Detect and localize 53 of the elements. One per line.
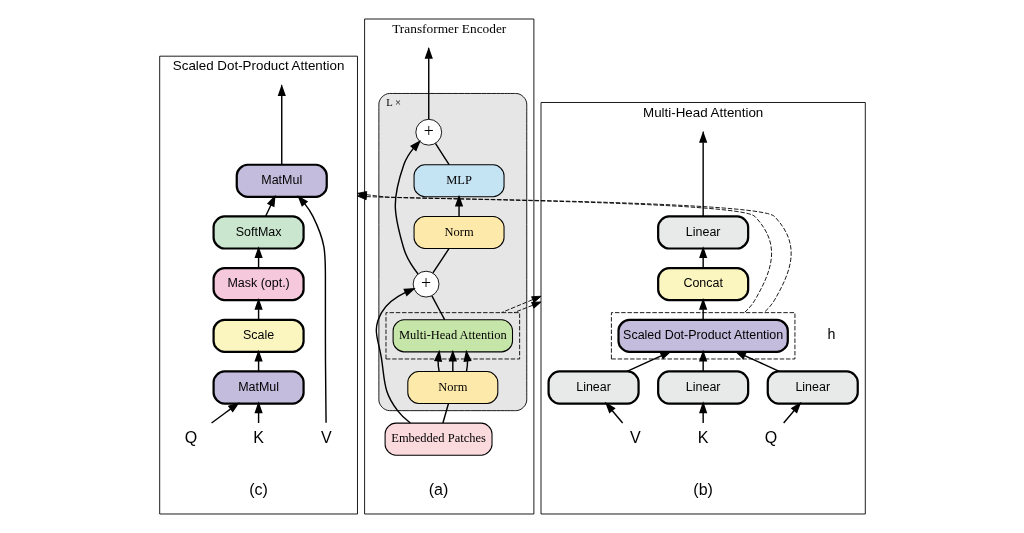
arrow	[433, 349, 442, 373]
node-box: Concat	[656, 266, 749, 302]
node-box: Scaled Dot-Product Attention	[616, 318, 789, 353]
node-label: h	[826, 326, 835, 343]
arrow	[394, 139, 421, 275]
node-box: Multi-Head Attention	[392, 319, 513, 353]
node-label: (b)	[692, 479, 713, 498]
node-box: Embedded Patches	[384, 422, 493, 456]
node-circle: +	[412, 270, 439, 298]
node-box: MatMul	[211, 370, 305, 405]
arrow	[698, 246, 707, 269]
node-box: Norm	[413, 215, 505, 250]
node-box: Scale	[211, 318, 305, 353]
arrow	[454, 194, 463, 218]
node-text: Q	[184, 428, 197, 447]
node-box: Linear	[656, 215, 749, 250]
node-text: K	[697, 428, 708, 447]
connector	[431, 248, 450, 274]
arrow	[424, 47, 433, 120]
node-box: Norm	[406, 370, 498, 405]
node-box: Linear	[546, 370, 640, 405]
connector	[441, 402, 449, 424]
node-box: MLP	[413, 164, 505, 198]
arrow	[210, 402, 240, 424]
arrow	[264, 194, 276, 218]
arrow	[277, 84, 286, 166]
node-text: V	[629, 428, 641, 447]
arrow	[698, 131, 707, 217]
arrow	[604, 401, 623, 424]
node-box: MatMul	[235, 163, 328, 198]
arrow	[698, 401, 707, 424]
node-text: V	[320, 428, 332, 447]
arrow	[448, 349, 457, 373]
node-text: K	[252, 428, 264, 447]
node-circle: +	[414, 118, 442, 146]
arrow	[625, 350, 672, 373]
arrow	[698, 298, 707, 321]
arrow	[296, 195, 327, 424]
connector	[434, 142, 450, 166]
node-box: Linear	[766, 370, 859, 405]
node-box: Linear	[656, 370, 749, 405]
node-label: (a)	[428, 479, 448, 498]
arrow	[733, 350, 780, 373]
node-text: Q	[764, 428, 777, 447]
connector	[430, 295, 445, 321]
arrow	[698, 349, 707, 373]
arrow	[500, 295, 541, 314]
node-box: Mask (opt.)	[211, 266, 305, 302]
arrow	[512, 301, 541, 314]
arrow	[375, 288, 416, 424]
node-label: (c)	[248, 479, 268, 498]
arrow	[782, 401, 801, 424]
node-box: SoftMax	[211, 215, 305, 250]
